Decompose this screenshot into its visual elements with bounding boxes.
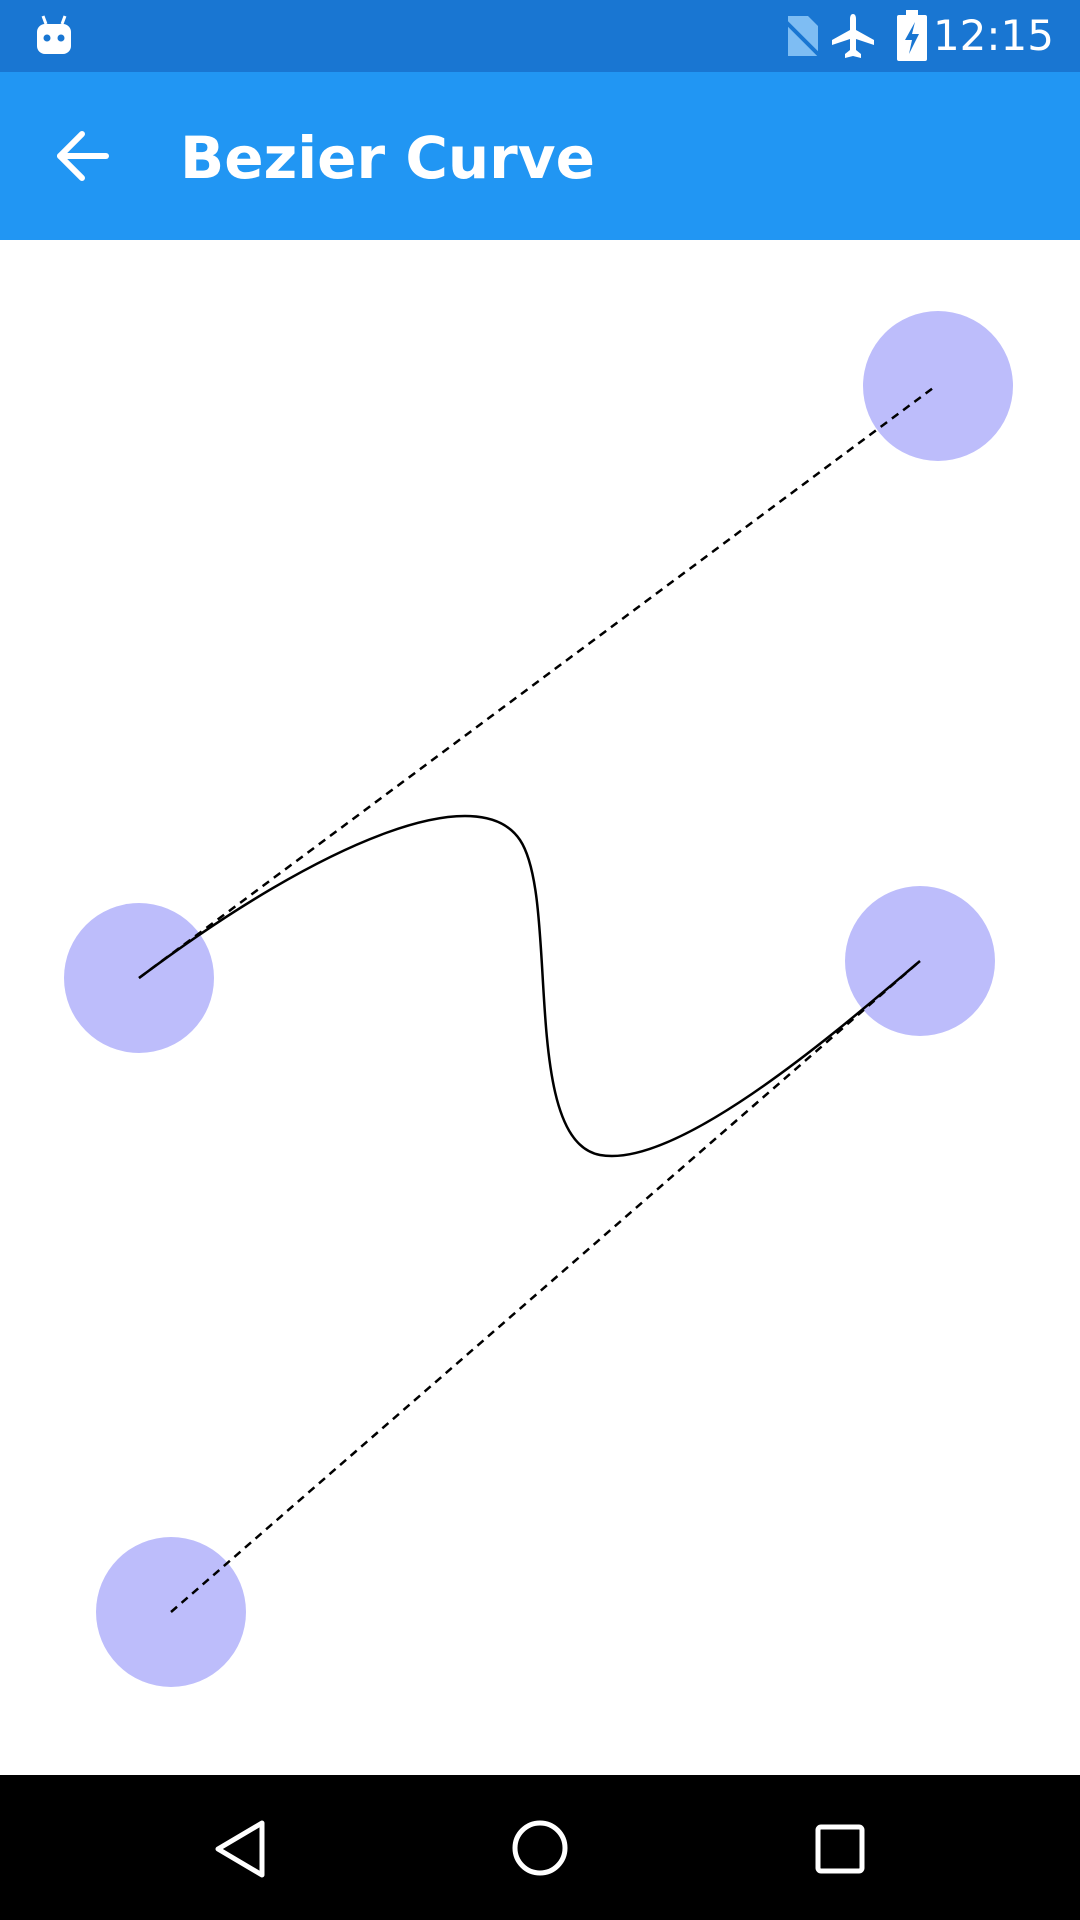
battery-charging-icon <box>897 10 927 61</box>
home-circle-icon[interactable] <box>510 1818 570 1878</box>
navigation-bar <box>0 1775 1080 1920</box>
arrow-left-icon[interactable] <box>54 130 110 182</box>
page-title: Bezier Curve <box>180 124 595 192</box>
back-triangle-icon[interactable] <box>212 1819 272 1879</box>
bezier-drawing[interactable] <box>0 240 1080 1775</box>
recents-square-icon[interactable] <box>810 1819 870 1879</box>
bezier-curve <box>138 814 921 1158</box>
app-bar: Bezier Curve <box>0 72 1080 240</box>
status-bar: 12:15 <box>0 0 1080 72</box>
control-point-1-handle[interactable] <box>863 311 1013 461</box>
no-sim-icon <box>780 16 822 58</box>
airplane-mode-icon <box>832 14 874 58</box>
guide-line-control-2-end <box>170 960 921 1613</box>
android-debug-icon <box>37 15 71 54</box>
status-time: 12:15 <box>932 11 1054 60</box>
bezier-canvas[interactable] <box>0 240 1080 1775</box>
guide-line-start-control-1 <box>138 386 934 980</box>
